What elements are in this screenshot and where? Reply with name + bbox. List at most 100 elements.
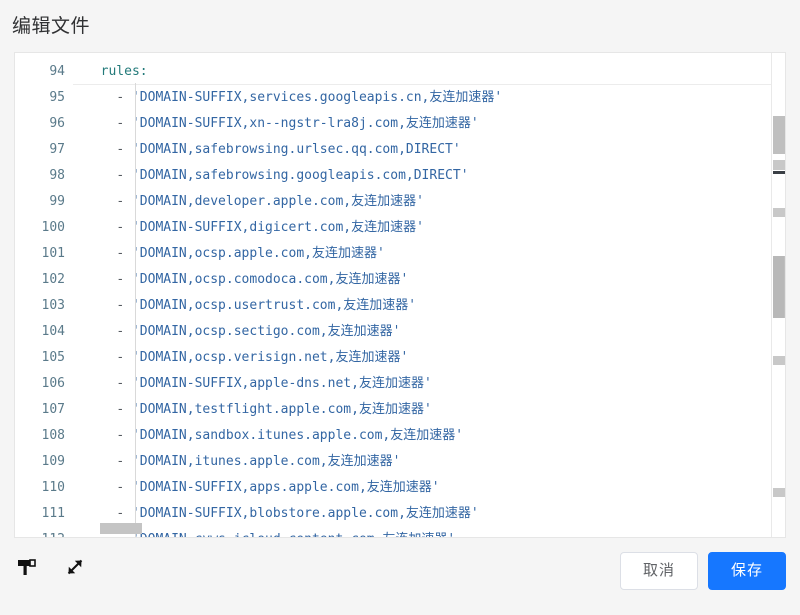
cancel-button[interactable]: 取消 [619,552,698,590]
yaml-list-dash: - [116,220,132,235]
save-button[interactable]: 保存 [707,552,786,590]
code-line[interactable]: - 'DOMAIN,ocsp.comodoca.com,友连加速器' [73,267,785,293]
line-number: 109 [41,454,65,469]
overview-ruler-mark [773,160,785,170]
indent-space [85,402,116,417]
indent-space [85,64,101,79]
yaml-string-value: 'DOMAIN,ocsp.usertrust.com,友连加速器' [131,298,417,313]
line-number: 102 [41,272,65,287]
line-number: 108 [41,428,65,443]
yaml-list-dash: - [116,272,132,287]
horizontal-scrollbar-thumb[interactable] [100,523,142,534]
overview-ruler-mark [773,488,785,497]
line-number: 98 [49,168,65,183]
yaml-list-dash: - [116,246,132,261]
code-line[interactable]: - 'DOMAIN,safebrowsing.urlsec.qq.com,DIR… [73,137,785,163]
line-number: 104 [41,324,65,339]
overview-ruler-mark [773,208,785,217]
yaml-string-value: 'DOMAIN-SUFFIX,digicert.com,友连加速器' [131,220,424,235]
yaml-list-dash: - [116,376,132,391]
yaml-string-value: 'DOMAIN,ocsp.sectigo.com,友连加速器' [131,324,401,339]
format-button[interactable] [14,556,40,582]
line-number: 94 [49,64,65,79]
yaml-list-dash: - [116,194,132,209]
yaml-string-value: 'DOMAIN,testflight.apple.com,友连加速器' [131,402,432,417]
yaml-string-value: 'DOMAIN,ocsp.verisign.net,友连加速器' [131,350,409,365]
footer-tool-group [14,556,88,582]
indent-space [85,480,116,495]
yaml-list-dash: - [116,298,132,313]
code-line[interactable]: - 'DOMAIN,developer.apple.com,友连加速器' [73,189,785,215]
vertical-scrollbar-thumb[interactable] [773,256,784,318]
line-number: 97 [49,142,65,157]
yaml-string-value: 'DOMAIN-SUFFIX,services.googleapis.cn,友连… [131,90,503,105]
page-title: 编辑文件 [12,15,91,37]
yaml-string-value: 'DOMAIN,cvws.icloud-content.com,友连加速器' [132,532,455,537]
yaml-list-dash: - [116,324,132,339]
code-line[interactable]: - 'DOMAIN,sandbox.itunes.apple.com,友连加速器… [73,423,785,449]
indent-space [85,376,116,391]
code-line[interactable]: - 'DOMAIN-SUFFIX,digicert.com,友连加速器' [73,215,785,241]
code-line[interactable]: - 'DOMAIN,testflight.apple.com,友连加速器' [73,397,785,423]
dialog-header: 编辑文件 [0,0,800,52]
yaml-key: rules: [100,64,148,79]
yaml-string-value: 'DOMAIN,safebrowsing.urlsec.qq.com,DIREC… [131,142,461,157]
code-line[interactable]: - 'DOMAIN-SUFFIX,services.googleapis.cn,… [73,85,785,111]
code-line[interactable]: - 'DOMAIN,ocsp.apple.com,友连加速器' [73,241,785,267]
code-line[interactable]: - 'DOMAIN,ocsp.sectigo.com,友连加速器' [73,319,785,345]
indent-space [85,194,116,209]
yaml-list-dash: - [116,402,132,417]
indent-space [85,90,116,105]
code-line[interactable]: - 'DOMAIN,itunes.apple.com,友连加速器' [73,449,785,475]
line-number: 107 [41,402,65,417]
code-line[interactable]: - 'DOMAIN-SUFFIX,blobstore.apple.com,友连加… [73,501,785,527]
line-number: 96 [49,116,65,131]
indent-space [85,428,116,443]
yaml-list-dash: - [116,116,132,131]
line-number: 105 [41,350,65,365]
yaml-string-value: 'DOMAIN-SUFFIX,blobstore.apple.com,友连加速器… [131,506,479,521]
overview-ruler-mark [773,116,785,154]
yaml-list-dash: - [116,142,132,157]
yaml-string-value: 'DOMAIN,developer.apple.com,友连加速器' [131,194,424,209]
indent-space [85,116,116,131]
overview-ruler-mark [773,356,785,365]
indent-space [85,272,116,287]
yaml-string-value: 'DOMAIN,ocsp.comodoca.com,友连加速器' [131,272,409,287]
indent-space [85,506,116,521]
code-line[interactable]: - 'DOMAIN-SUFFIX,apps.apple.com,友连加速器' [73,475,785,501]
paint-roller-icon [16,556,38,583]
indent-space [85,350,116,365]
line-number: 95 [49,90,65,105]
line-number: 103 [41,298,65,313]
overview-ruler-scrollbar[interactable] [771,53,785,537]
indent-space [85,220,116,235]
yaml-list-dash: - [116,90,132,105]
indent-space [85,454,116,469]
indent-space [85,246,116,261]
code-line[interactable]: - 'DOMAIN,cvws.icloud-content.com,友连加速器' [73,527,785,537]
overview-ruler-mark [773,171,785,174]
yaml-string-value: 'DOMAIN,sandbox.itunes.apple.com,友连加速器' [131,428,464,443]
code-line[interactable]: - 'DOMAIN-SUFFIX,xn--ngstr-lra8j.com,友连加… [73,111,785,137]
yaml-string-value: 'DOMAIN,ocsp.apple.com,友连加速器' [131,246,385,261]
fullscreen-button[interactable] [62,556,88,582]
yaml-list-dash: - [116,506,132,521]
code-line[interactable]: - 'DOMAIN,safebrowsing.googleapis.com,DI… [73,163,785,189]
yaml-string-value: 'DOMAIN-SUFFIX,xn--ngstr-lra8j.com,友连加速器… [131,116,479,131]
code-line[interactable]: - 'DOMAIN,ocsp.usertrust.com,友连加速器' [73,293,785,319]
expand-arrows-icon [64,556,86,583]
indent-space [85,168,116,183]
line-number: 106 [41,376,65,391]
yaml-string-value: 'DOMAIN,itunes.apple.com,友连加速器' [131,454,401,469]
code-line[interactable]: rules: [73,59,785,85]
code-content-area[interactable]: rules: - 'DOMAIN-SUFFIX,services.googlea… [73,53,785,537]
code-line[interactable]: - 'DOMAIN-SUFFIX,apple-dns.net,友连加速器' [73,371,785,397]
indent-space [85,324,116,339]
line-number: 99 [49,194,65,209]
indent-guide [135,83,136,537]
code-line[interactable]: - 'DOMAIN,ocsp.verisign.net,友连加速器' [73,345,785,371]
